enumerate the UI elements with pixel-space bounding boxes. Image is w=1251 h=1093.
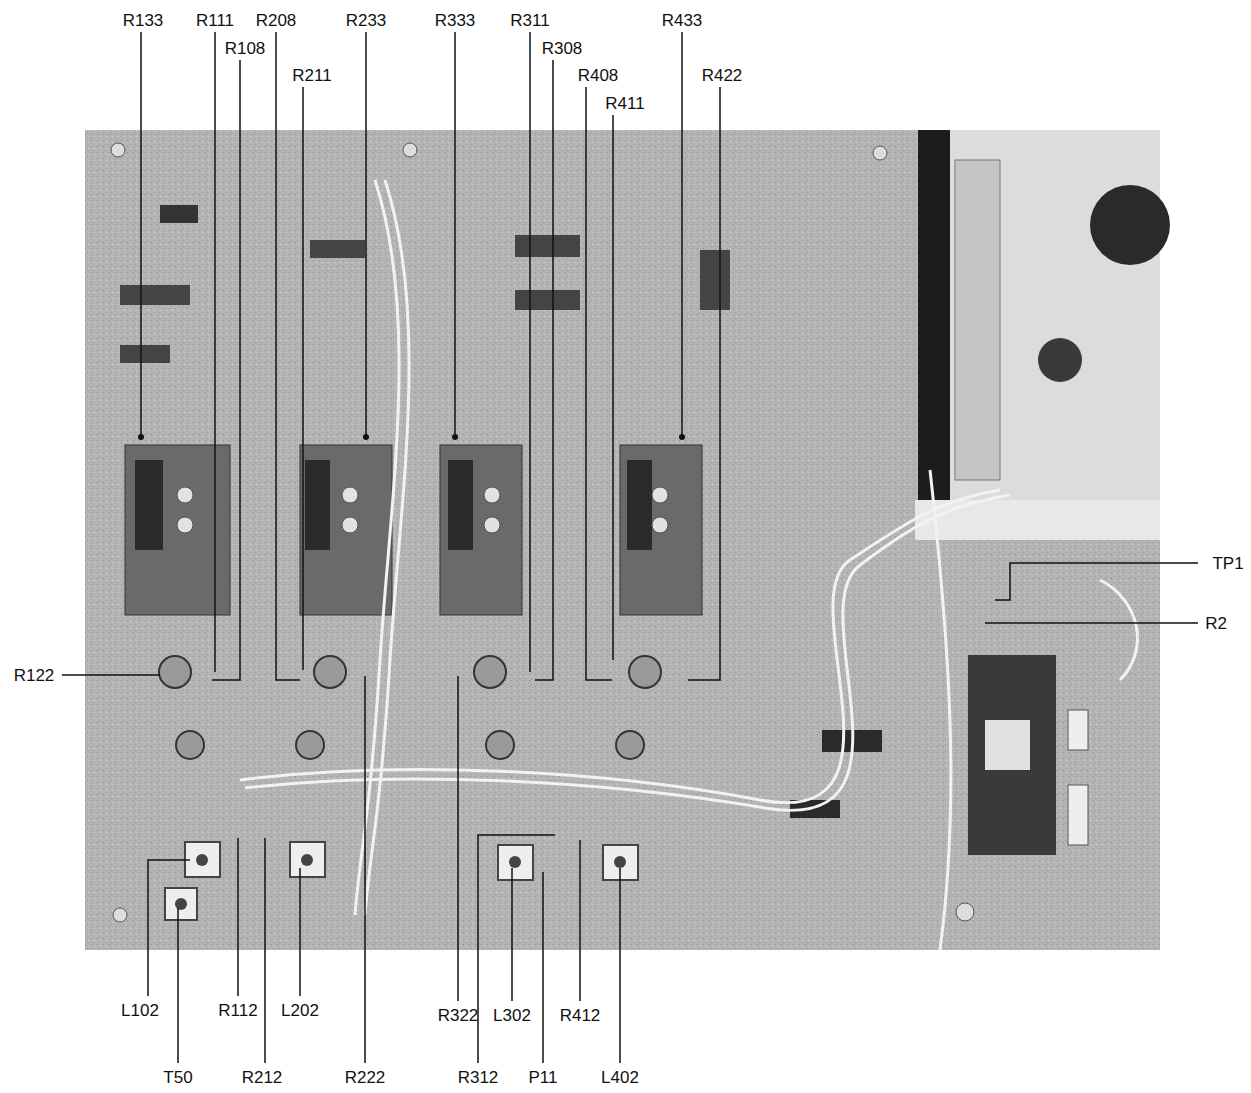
callout-label: R122 [14,667,55,684]
callout-label: T50 [163,1069,192,1086]
callout-label: R222 [345,1069,386,1086]
callout-label: R212 [242,1069,283,1086]
callout-label: TP1 [1212,555,1243,572]
callout-label: R311 [510,12,549,29]
callout-label: L202 [281,1002,319,1019]
callout-label: R108 [225,40,266,57]
callout-label: R408 [578,67,619,84]
callout-label: R133 [123,12,164,29]
callout-label: R312 [458,1069,499,1086]
callout-label: R308 [542,40,583,57]
callout-label: R211 [292,67,331,84]
callout-label: R412 [560,1007,601,1024]
callout-label: R422 [702,67,743,84]
callout-label: P11 [529,1069,558,1086]
callout-label: L102 [121,1002,159,1019]
callout-label: R208 [256,12,297,29]
callout-label: L402 [601,1069,639,1086]
callout-label: R333 [435,12,476,29]
callout-label: R411 [605,95,644,112]
callout-label: R433 [662,12,703,29]
callout-label: R111 [196,12,234,29]
callout-label: R233 [346,12,387,29]
callout-label: R112 [218,1002,257,1019]
callout-label: R2 [1205,615,1227,632]
callout-label: L302 [493,1007,531,1024]
callout-label: R322 [438,1007,479,1024]
